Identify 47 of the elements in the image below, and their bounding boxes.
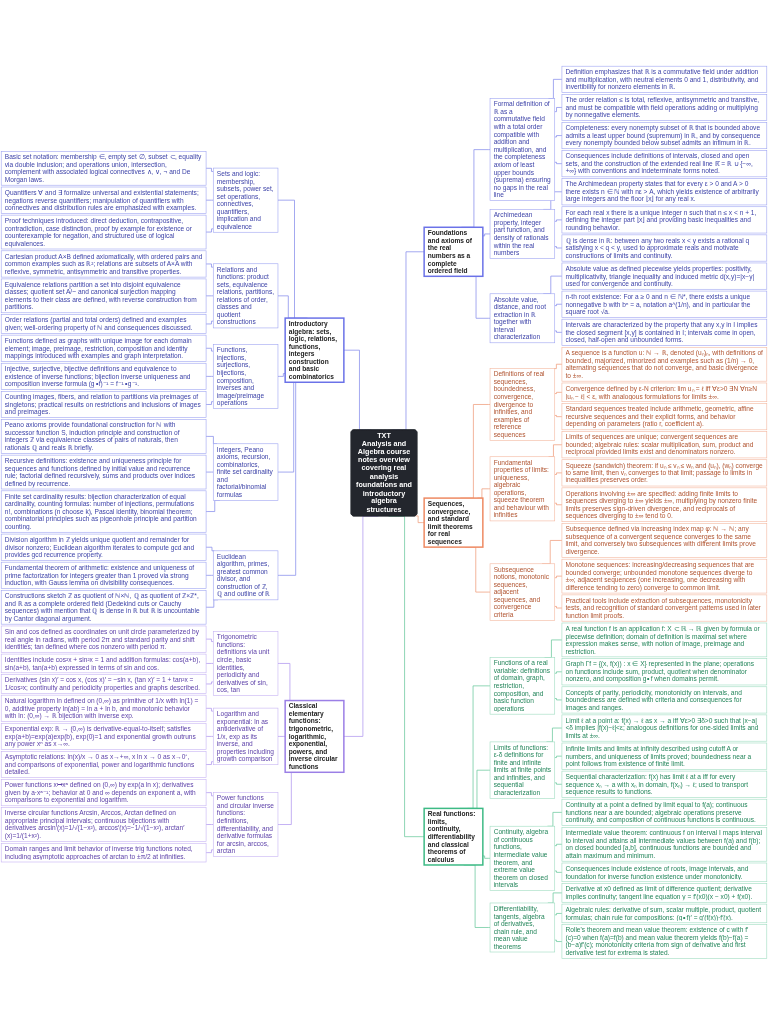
connector xyxy=(554,939,563,942)
connector xyxy=(415,515,425,523)
connector xyxy=(554,782,563,785)
connector xyxy=(205,199,214,201)
connector xyxy=(554,843,563,846)
connector xyxy=(205,295,214,296)
connector xyxy=(205,471,214,473)
connector xyxy=(554,134,563,137)
connector xyxy=(205,761,214,765)
connector xyxy=(554,605,563,609)
connector xyxy=(554,303,563,306)
connector xyxy=(554,870,563,873)
connector xyxy=(554,161,563,164)
connector xyxy=(554,330,563,333)
connector xyxy=(554,502,563,505)
connector xyxy=(205,375,214,377)
connector xyxy=(554,245,563,249)
connector xyxy=(554,363,563,369)
connector xyxy=(205,681,214,685)
connector xyxy=(554,755,563,758)
connector xyxy=(205,574,214,576)
connector xyxy=(482,233,491,236)
connector xyxy=(205,638,214,642)
connector xyxy=(205,228,214,233)
connector xyxy=(205,849,214,853)
connector xyxy=(205,320,214,324)
connector xyxy=(554,106,563,112)
connector xyxy=(554,575,563,578)
connector xyxy=(205,167,214,172)
connector xyxy=(205,823,214,825)
connector xyxy=(205,400,214,405)
connector xyxy=(482,855,491,859)
connector xyxy=(554,472,563,475)
connector xyxy=(554,697,563,700)
connector xyxy=(277,372,286,377)
connector xyxy=(554,219,563,222)
connector xyxy=(205,707,214,712)
connector xyxy=(205,546,215,551)
connector xyxy=(554,391,563,394)
connector xyxy=(554,912,563,915)
connector xyxy=(205,735,214,737)
connector xyxy=(554,671,563,674)
connector xyxy=(205,791,214,796)
connector xyxy=(205,263,214,268)
connector xyxy=(554,414,563,417)
connector xyxy=(205,347,214,352)
connector xyxy=(205,662,214,664)
